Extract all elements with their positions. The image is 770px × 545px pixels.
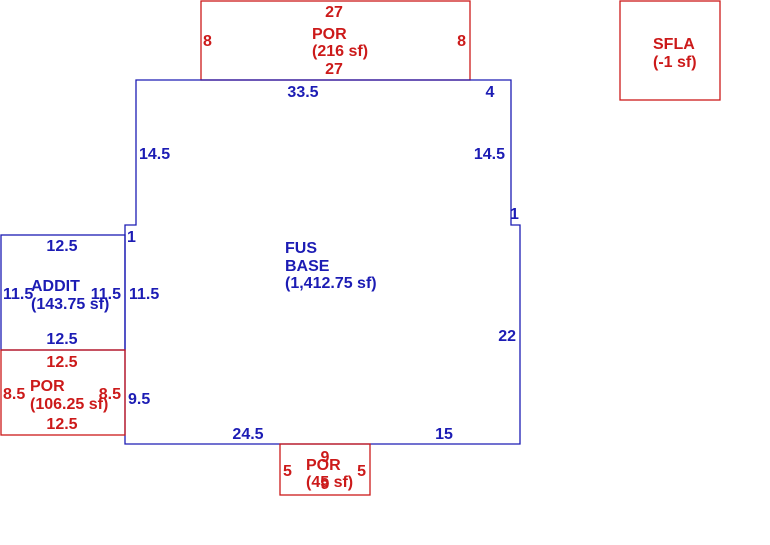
addition-dim-left: 11.5: [3, 286, 33, 303]
porch-left-dim-bottom: 12.5: [46, 416, 77, 433]
porch-left-dim-top: 12.5: [46, 354, 77, 371]
porch-top: 27 8 8 POR (216 sf) 27: [200, 0, 471, 81]
sfla-box: SFLA (-1 sf): [619, 0, 721, 101]
porch-top-dim-right: 8: [457, 33, 466, 50]
fus-area: (1,412.75 sf): [285, 275, 377, 292]
fus-label-line2: BASE: [285, 258, 330, 275]
porch-bottom-dim-bottom: 9: [321, 476, 330, 493]
porch-bottom-label: POR: [306, 457, 341, 474]
porch-left-area: (106.25 sf): [30, 396, 108, 413]
addition-area: (143.75 sf): [31, 296, 109, 313]
porch-left: 12.5 POR 8.5 8.5 (106.25 sf) 12.5: [0, 349, 126, 436]
fus-dim-top-right: 4: [486, 84, 495, 101]
porch-top-dim-bottom: 27: [325, 61, 343, 78]
porch-left-outline: [0, 349, 126, 436]
porch-bottom-dim-left: 5: [283, 463, 292, 480]
fus-dim-left-jog: 1: [127, 229, 136, 246]
addition-dim-top: 12.5: [46, 238, 77, 255]
addition: 12.5 ADDIT 11.5 11.5 (143.75 sf) 12.5: [0, 234, 126, 351]
fus-dim-bottom-right: 15: [435, 426, 453, 443]
addition-dim-bottom: 12.5: [46, 331, 77, 348]
porch-bottom-dim-top: 9: [321, 449, 330, 466]
porch-left-dim-right: 8.5: [99, 386, 121, 403]
sfla-label: SFLA: [653, 36, 695, 53]
porch-top-area: (216 sf): [312, 43, 368, 60]
fus-label-line1: FUS: [285, 240, 317, 257]
fus-base-outline: [124, 79, 521, 445]
addition-label: ADDIT: [31, 278, 80, 295]
fus-base: 33.5 4 14.5 14.5 1 1 FUS BASE (1,412.75 …: [124, 79, 521, 445]
porch-left-dim-left: 8.5: [3, 386, 25, 403]
fus-dim-left-mid: 11.5: [129, 286, 159, 303]
addition-dim-right: 11.5: [91, 286, 121, 303]
fus-dim-top-left: 33.5: [287, 84, 318, 101]
sfla-area: (-1 sf): [653, 54, 697, 71]
fus-dim-left-upper: 14.5: [139, 146, 170, 163]
porch-top-label: POR: [312, 26, 347, 43]
sfla-outline: [619, 0, 721, 101]
porch-left-label: POR: [30, 378, 65, 395]
porch-top-dim-left: 8: [203, 33, 212, 50]
fus-dim-right-lower: 22: [498, 328, 516, 345]
porch-bottom-outline: [279, 443, 371, 496]
porch-bottom: 9 POR 5 5 9 (45 sf): [279, 443, 371, 496]
porch-bottom-area: (45 sf): [306, 474, 353, 491]
fus-dim-bottom-left: 24.5: [232, 426, 263, 443]
porch-top-dim-top: 27: [325, 4, 343, 21]
porch-bottom-dim-right: 5: [357, 463, 366, 480]
fus-dim-left-lower: 9.5: [128, 391, 150, 408]
fus-dim-right-upper: 14.5: [474, 146, 505, 163]
fus-dim-right-jog: 1: [510, 206, 519, 223]
